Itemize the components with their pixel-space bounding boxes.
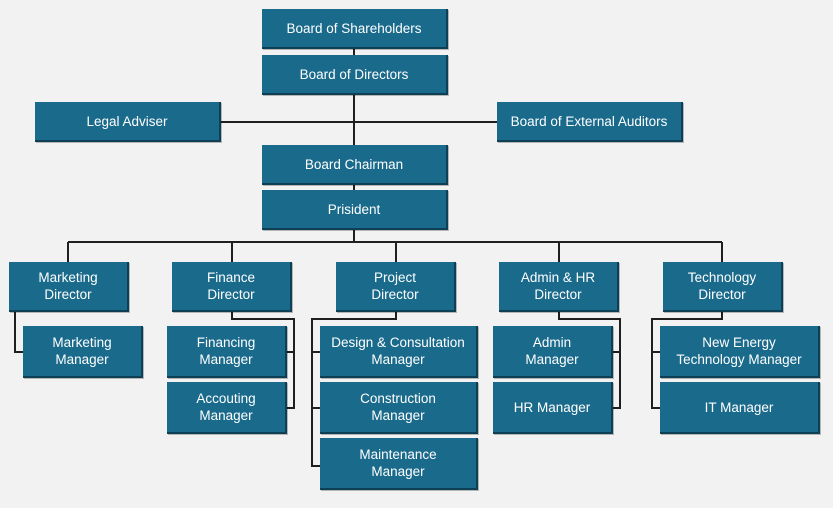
admin-hr-director-label-line1: Admin & HR [520, 270, 596, 285]
board-of-shareholders-box: Board of Shareholders [262, 9, 448, 49]
design-consultation-manager-label-line2: Manager [371, 352, 425, 367]
accouting-manager-box: Accouting Manager [167, 382, 287, 434]
marketing-manager-label-line2: Manager [55, 352, 109, 367]
finance-director-label-line2: Director [207, 287, 255, 302]
it-manager-box: IT Manager [660, 382, 820, 434]
board-of-external-auditors-label: Board of External Auditors [510, 113, 668, 129]
new-energy-technology-manager-label-line1: New Energy [702, 335, 776, 350]
board-of-directors-label: Board of Directors [299, 66, 409, 82]
design-consultation-manager-label-line1: Design & Consultation [331, 335, 465, 350]
maintenance-manager-label-line2: Manager [371, 464, 425, 479]
marketing-manager-label-line1: Marketing [52, 335, 112, 350]
design-consultation-manager-box: Design & Consultation Manager [320, 326, 478, 378]
financing-manager-label-line2: Manager [199, 352, 253, 367]
hr-manager-box: HR Manager [493, 382, 613, 434]
marketing-director-box: Marketing Director [9, 262, 129, 312]
finance-director-box: Finance Director [172, 262, 292, 312]
marketing-manager-box: Marketing Manager [23, 326, 143, 378]
maintenance-manager-label-line1: Maintenance [359, 447, 437, 462]
board-of-shareholders-label: Board of Shareholders [286, 20, 422, 36]
project-director-box: Project Director [336, 262, 456, 312]
connector-project-managers [311, 312, 397, 467]
financing-manager-label-line1: Financing [196, 335, 256, 350]
admin-hr-director-label-line2: Director [534, 287, 582, 302]
connector-technology-managers [651, 312, 723, 409]
president-label: Prisident [327, 201, 381, 217]
admin-manager-label-line2: Manager [525, 352, 579, 367]
connector-finance-managers [231, 312, 295, 409]
it-manager-label: IT Manager [704, 399, 774, 415]
legal-adviser-label: Legal Adviser [86, 113, 168, 129]
hr-manager-label: HR Manager [513, 399, 591, 415]
admin-manager-label-line1: Admin [532, 335, 572, 350]
financing-manager-box: Financing Manager [167, 326, 287, 378]
board-chairman-box: Board Chairman [262, 145, 448, 185]
construction-manager-label-line1: Construction [360, 391, 436, 406]
project-director-label-line2: Director [371, 287, 419, 302]
admin-hr-director-box: Admin & HR Director [499, 262, 619, 312]
accouting-manager-label-line2: Manager [199, 408, 253, 423]
board-chairman-label: Board Chairman [304, 156, 404, 172]
project-director-label-line1: Project [373, 270, 417, 285]
construction-manager-box: Construction Manager [320, 382, 478, 434]
finance-director-label-line1: Finance [206, 270, 256, 285]
connector-admin-managers [558, 312, 621, 409]
legal-adviser-box: Legal Adviser [35, 102, 221, 142]
connector-marketing-manager [14, 312, 24, 353]
marketing-director-label-line2: Director [44, 287, 92, 302]
new-energy-technology-manager-label-line2: Technology Manager [676, 352, 802, 367]
marketing-director-label-line1: Marketing [38, 270, 98, 285]
president-box: Prisident [262, 190, 448, 230]
technology-director-label-line2: Director [698, 287, 746, 302]
technology-director-box: Technology Director [663, 262, 783, 312]
board-of-external-auditors-box: Board of External Auditors [497, 102, 683, 142]
maintenance-manager-box: Maintenance Manager [320, 438, 478, 490]
technology-director-label-line1: Technology [687, 270, 757, 285]
accouting-manager-label-line1: Accouting [196, 391, 256, 406]
construction-manager-label-line2: Manager [371, 408, 425, 423]
board-of-directors-box: Board of Directors [262, 55, 448, 95]
new-energy-technology-manager-box: New Energy Technology Manager [660, 326, 820, 378]
admin-manager-box: Admin Manager [493, 326, 613, 378]
